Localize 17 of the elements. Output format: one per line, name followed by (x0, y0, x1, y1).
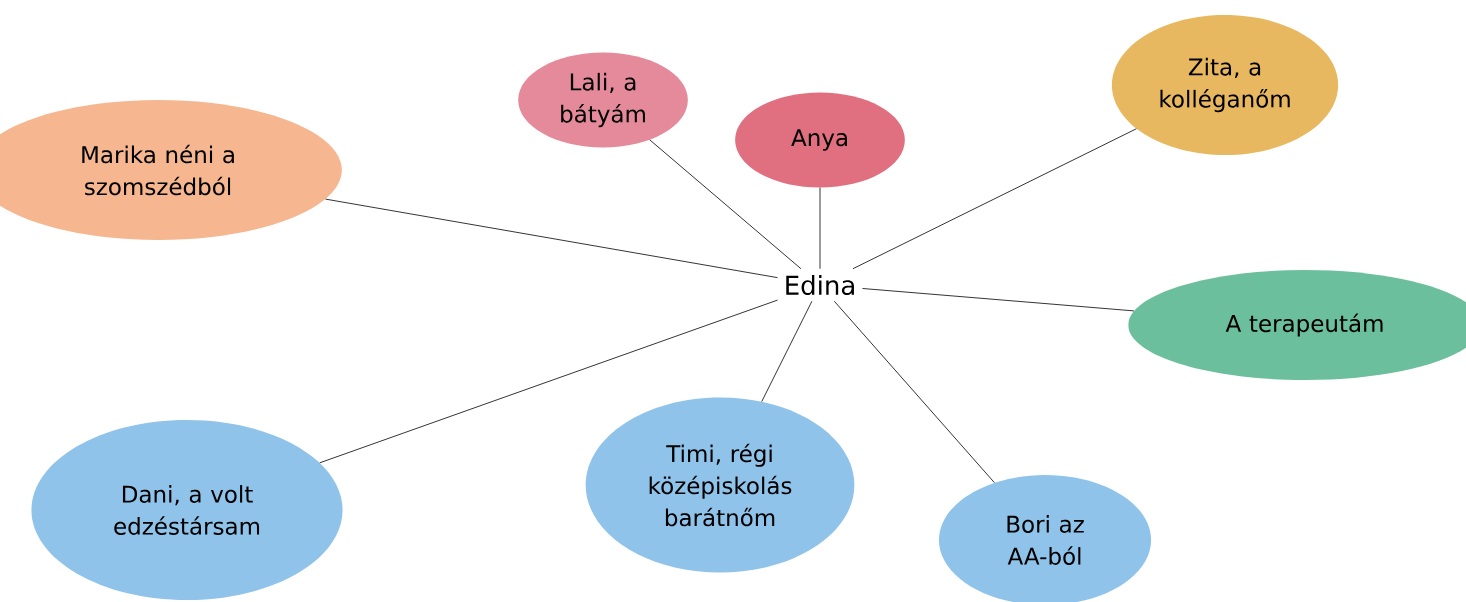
connector-line (325, 198, 778, 279)
connector-line (319, 299, 778, 464)
watercolor-blob: Dani, a volt edzéstársam (31, 420, 343, 600)
watercolor-blob: A terapeutám (1128, 270, 1466, 380)
connector-line (819, 187, 821, 270)
connector-line (862, 288, 1135, 312)
connector-line (649, 139, 802, 270)
center-label: Edina (786, 274, 854, 296)
connector-line (833, 300, 995, 484)
watercolor-blob: Anya (735, 92, 905, 188)
watercolor-blob: Marika néni a szomszédból (0, 100, 342, 240)
watercolor-blob: Lali, a bátyám (518, 52, 688, 148)
watercolor-blob: Timi, régi középiskolás barátnőm (585, 397, 855, 573)
watercolor-blob: Zita, a kolléganőm (1111, 15, 1339, 155)
connector-line (761, 300, 813, 402)
watercolor-blob: Bori az AA-ból (938, 475, 1152, 602)
connector-line (852, 128, 1137, 270)
